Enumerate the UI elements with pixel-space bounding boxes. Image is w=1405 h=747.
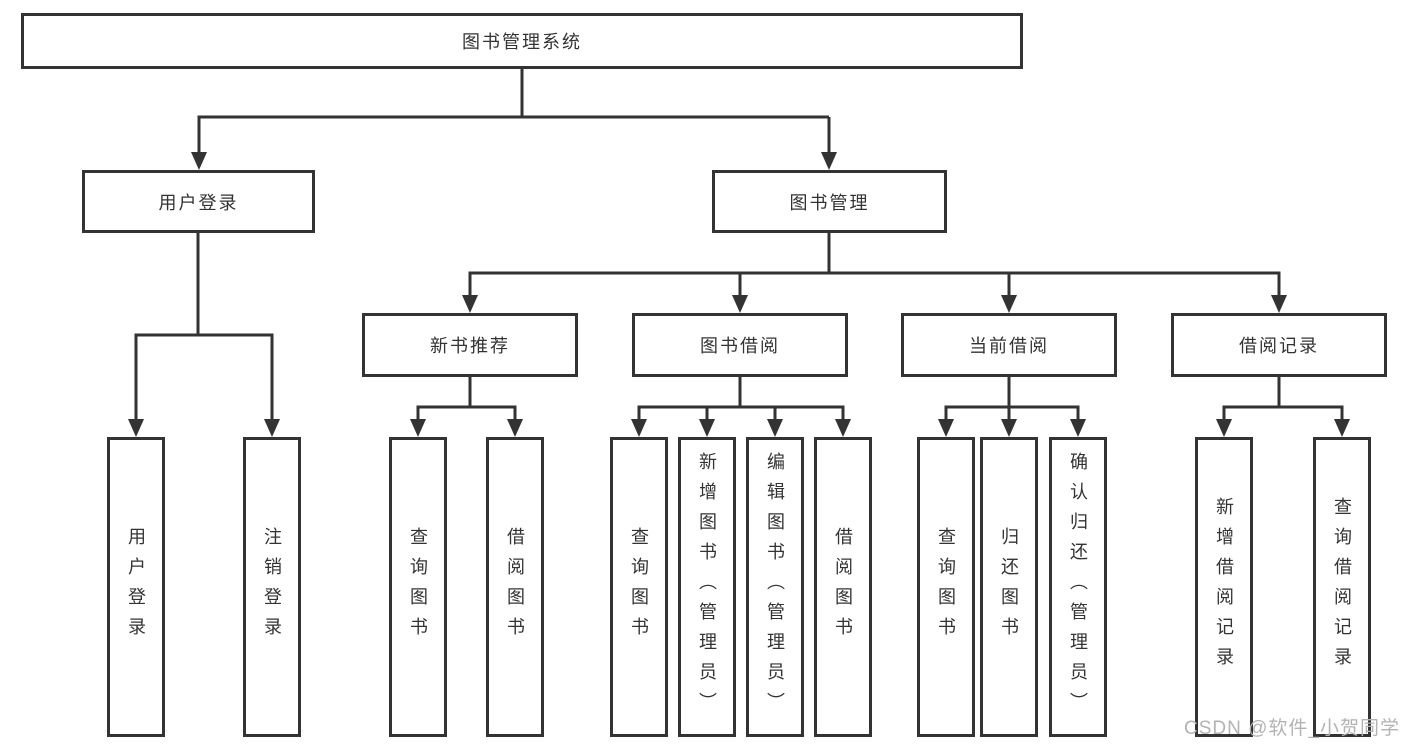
- node-root-library-system: 图书管理系统: [21, 13, 1023, 69]
- leaf-add-borrow-record: 新增借阅记录: [1195, 437, 1253, 737]
- leaf-add-book-admin: 新增图书（管理员）: [678, 437, 736, 737]
- leaf-query-books-current: 查询图书: [917, 437, 975, 737]
- leaf-logout: 注销登录: [243, 437, 301, 737]
- node-book-borrow: 图书借阅: [632, 313, 848, 377]
- leaf-user-login: 用户登录: [107, 437, 165, 737]
- leaf-query-books-borrow: 查询图书: [610, 437, 668, 737]
- leaf-query-borrow-record: 查询借阅记录: [1313, 437, 1371, 737]
- node-user-login: 用户登录: [82, 170, 315, 233]
- leaf-confirm-return-admin: 确认归还（管理员）: [1049, 437, 1107, 737]
- leaf-query-books-recommend: 查询图书: [389, 437, 447, 737]
- node-book-management: 图书管理: [712, 170, 947, 233]
- leaf-borrow-books: 借阅图书: [814, 437, 872, 737]
- leaf-edit-book-admin: 编辑图书（管理员）: [746, 437, 804, 737]
- node-borrow-records: 借阅记录: [1171, 313, 1387, 377]
- node-new-book-recommend: 新书推荐: [362, 313, 578, 377]
- leaf-borrow-books-recommend: 借阅图书: [486, 437, 544, 737]
- csdn-watermark: CSDN @软件_小贺同学: [1184, 718, 1400, 739]
- leaf-return-books: 归还图书: [980, 437, 1038, 737]
- node-current-borrow: 当前借阅: [901, 313, 1117, 377]
